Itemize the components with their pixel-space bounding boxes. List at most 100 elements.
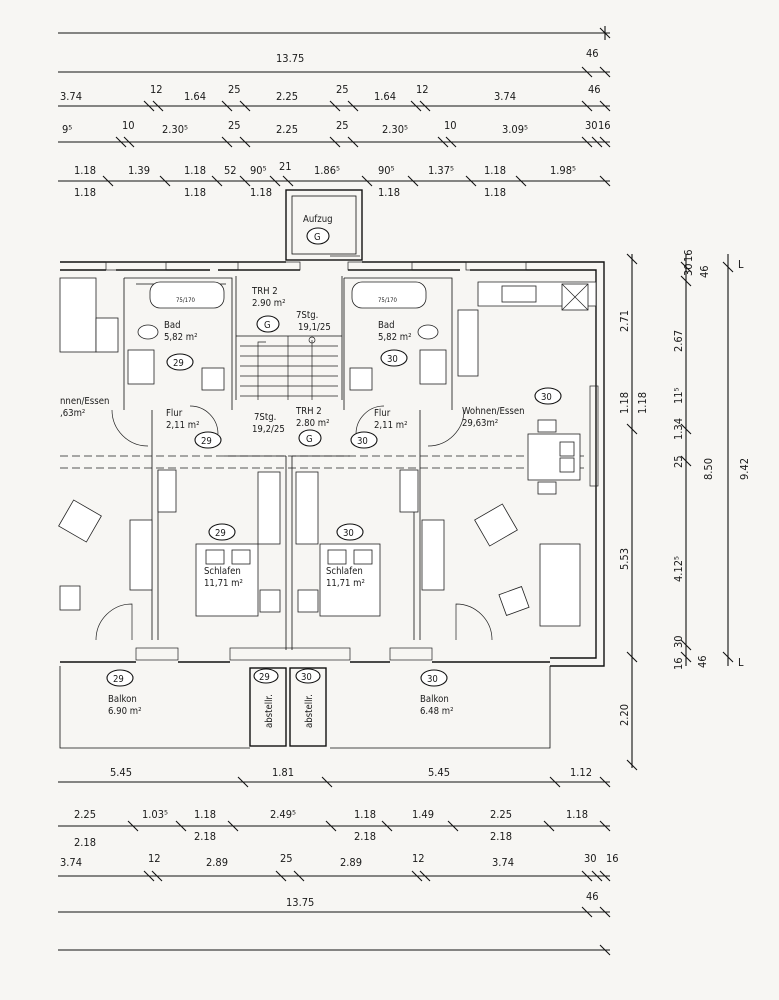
dim: 1.86⁵ <box>314 164 340 177</box>
bedroom-area: 11,71 m² <box>204 578 243 589</box>
dim: 3.09⁵ <box>502 123 528 136</box>
dim-tick <box>599 66 611 78</box>
dim: 12 <box>150 83 163 96</box>
svg-text:3.74: 3.74 <box>60 856 82 869</box>
dim: 1.18 <box>484 164 506 177</box>
trh-label: TRH 2 <box>295 406 322 417</box>
svg-text:G: G <box>306 434 313 445</box>
svg-text:8.50: 8.50 <box>702 458 715 480</box>
dim: 12 <box>416 83 429 96</box>
dim: 2.30⁵ <box>162 123 188 136</box>
dim: 52 <box>224 164 237 177</box>
svg-text:30: 30 <box>682 263 695 276</box>
svg-text:5.53: 5.53 <box>618 548 631 570</box>
svg-text:29: 29 <box>201 436 212 447</box>
dim: 2.30⁵ <box>382 123 408 136</box>
stair-label: 7Stg. <box>254 412 276 423</box>
storage-right <box>289 667 327 747</box>
dim-46: 46 <box>586 47 599 60</box>
dim: 2.25 <box>276 123 298 136</box>
svg-text:1.18: 1.18 <box>636 392 649 414</box>
stair-label: 7Stg. <box>296 310 318 321</box>
bedroom-area: 11,71 m² <box>326 578 365 589</box>
svg-text:46: 46 <box>696 655 709 668</box>
svg-text:1.34: 1.34 <box>672 418 685 440</box>
svg-text:9.42: 9.42 <box>738 458 751 480</box>
dim: 1.18 <box>184 164 206 177</box>
svg-text:2.18: 2.18 <box>490 830 512 843</box>
bathtub-right <box>351 281 427 309</box>
dim: 1.98⁵ <box>550 164 576 177</box>
stair-value: 19,2/25 <box>252 424 285 435</box>
svg-text:2.20: 2.20 <box>618 704 631 726</box>
bedrooms <box>129 469 445 617</box>
dim: 2.25 <box>276 90 298 103</box>
living-area: ,63m² <box>60 408 85 419</box>
dim-tick <box>581 66 593 78</box>
building-walls <box>60 261 605 667</box>
living-right <box>474 419 581 627</box>
svg-text:1.18: 1.18 <box>194 808 216 821</box>
storage-left <box>249 667 287 747</box>
bath-label: Bad <box>164 320 181 331</box>
svg-text:29: 29 <box>215 528 226 539</box>
svg-text:75/170: 75/170 <box>378 297 398 304</box>
dim: 90⁵ <box>250 164 267 177</box>
svg-text:29: 29 <box>173 358 184 369</box>
trh-area: 2.90 m² <box>252 298 286 309</box>
dim: 30 <box>585 119 598 132</box>
dim: 1.39 <box>128 164 150 177</box>
shower-left <box>127 349 155 385</box>
svg-text:30: 30 <box>387 354 398 365</box>
dim: 90⁵ <box>378 164 395 177</box>
svg-text:29: 29 <box>259 672 270 683</box>
dim-ticks <box>115 136 611 148</box>
washer-right <box>349 367 373 391</box>
svg-text:30: 30 <box>584 852 597 865</box>
hall-label: Flur <box>374 408 391 419</box>
washer-left <box>201 367 225 391</box>
door-swings <box>95 405 493 641</box>
balcony-area: 6.90 m² <box>108 706 142 717</box>
dim: 25 <box>336 83 349 96</box>
dim-ticks <box>143 100 611 112</box>
svg-text:46: 46 <box>698 265 711 278</box>
marker-g <box>306 227 330 245</box>
toilet-left <box>137 324 159 340</box>
svg-text:1.03⁵: 1.03⁵ <box>142 808 168 821</box>
stairs <box>240 336 338 400</box>
svg-text:30: 30 <box>357 436 368 447</box>
dim: 25 <box>336 119 349 132</box>
svg-text:1.12: 1.12 <box>570 766 592 779</box>
bedroom-label: Schlafen <box>326 566 363 577</box>
dim: 1.18 <box>74 186 96 199</box>
svg-text:30: 30 <box>541 392 552 403</box>
dim: 1.18 <box>74 164 96 177</box>
svg-text:12: 12 <box>148 852 161 865</box>
hall-label: Flur <box>166 408 183 419</box>
svg-text:1.81: 1.81 <box>272 766 294 779</box>
kitchen-right <box>457 281 597 377</box>
svg-text:12: 12 <box>412 852 425 865</box>
svg-text:75/170: 75/170 <box>176 297 196 304</box>
dim: 16 <box>598 119 611 132</box>
svg-text:16: 16 <box>682 249 695 262</box>
bath-area: 5,82 m² <box>378 332 412 343</box>
svg-text:2.18: 2.18 <box>74 836 96 849</box>
svg-text:30: 30 <box>672 635 685 648</box>
living-label: Wohnen/Essen <box>462 406 525 417</box>
bath-label: Bad <box>378 320 395 331</box>
svg-text:2.25: 2.25 <box>74 808 96 821</box>
trh-area: 2.80 m² <box>296 418 330 429</box>
bath-fixtures: 75/170 75/170 <box>127 281 447 391</box>
svg-text:5.45: 5.45 <box>110 766 132 779</box>
svg-text:30: 30 <box>343 528 354 539</box>
svg-text:2.67: 2.67 <box>672 330 685 352</box>
unit-markers: 29 30 G G 29 30 30 29 30 29 30 29 30 <box>106 315 562 687</box>
dim: 1.18 <box>250 186 272 199</box>
dim: 9⁵ <box>62 123 72 136</box>
svg-text:16: 16 <box>606 852 619 865</box>
svg-text:1.18: 1.18 <box>618 392 631 414</box>
elevator-label: Aufzug <box>303 214 333 225</box>
